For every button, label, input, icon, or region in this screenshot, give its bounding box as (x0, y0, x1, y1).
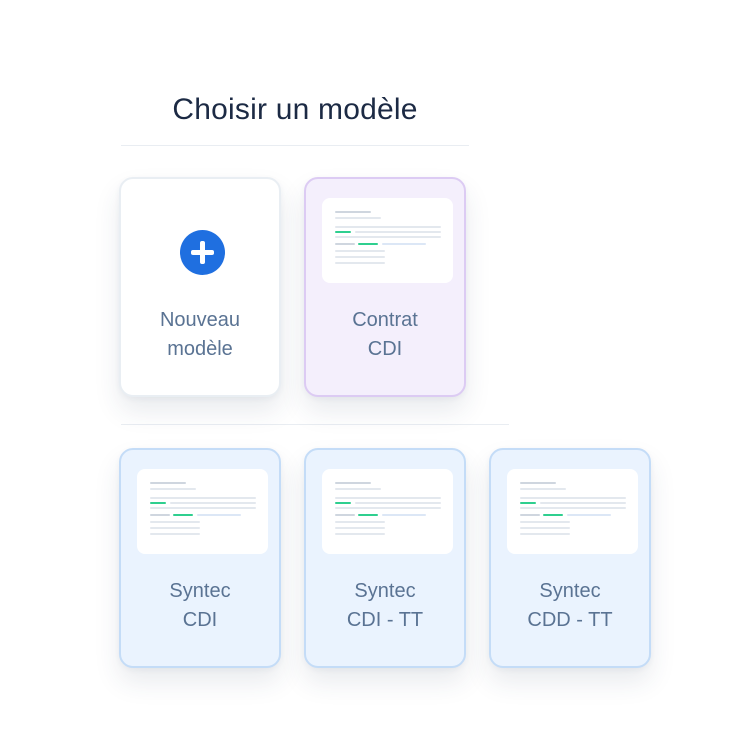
template-card-contrat-cdi[interactable]: Contrat CDI (304, 177, 466, 397)
template-card-syntec-cdi[interactable]: Syntec CDI (119, 448, 281, 668)
new-model-label: Nouveau modèle (121, 306, 279, 364)
section-divider (121, 424, 509, 425)
title-divider (121, 145, 469, 146)
template-card-syntec-cdd-tt[interactable]: Syntec CDD - TT (489, 448, 651, 668)
template-label-line2: CDI (367, 338, 403, 360)
document-preview-thumbnail (322, 198, 453, 283)
template-label-line1: Contrat (352, 309, 418, 331)
template-label-line2: CDI - TT (346, 609, 424, 631)
template-card-syntec-cdi-tt[interactable]: Syntec CDI - TT (304, 448, 466, 668)
template-label-line2: CDI (182, 609, 218, 631)
template-label: Contrat CDI (306, 306, 464, 364)
page-title: Choisir un modèle (172, 93, 418, 126)
template-label-line1: Syntec (354, 580, 416, 602)
new-model-label-line1: Nouveau (159, 309, 241, 331)
plus-circle-icon (180, 230, 225, 275)
document-preview-thumbnail (322, 469, 453, 554)
template-label: Syntec CDI (121, 577, 279, 635)
document-preview-thumbnail (137, 469, 268, 554)
template-label-line1: Syntec (539, 580, 601, 602)
template-label-line1: Syntec (169, 580, 231, 602)
new-model-card[interactable]: Nouveau modèle (119, 177, 281, 397)
template-label-line2: CDD - TT (527, 609, 613, 631)
document-preview-thumbnail (507, 469, 638, 554)
template-label: Syntec CDD - TT (491, 577, 649, 635)
template-label: Syntec CDI - TT (306, 577, 464, 635)
new-model-label-line2: modèle (167, 338, 233, 360)
